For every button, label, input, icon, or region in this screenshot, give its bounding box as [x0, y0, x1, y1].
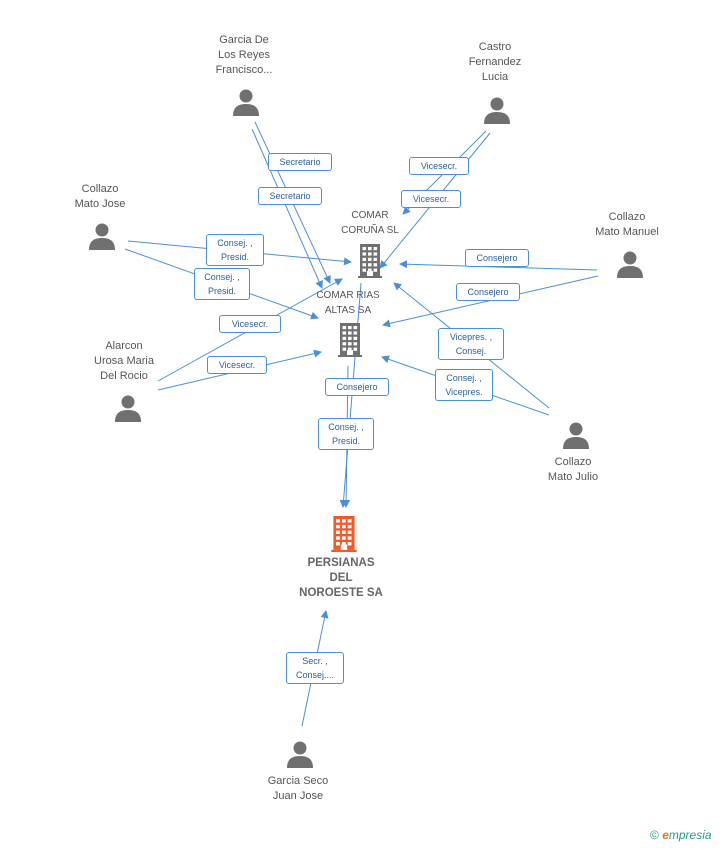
brand-rest: mpresia — [668, 828, 712, 842]
role-label[interactable]: Secretario — [268, 153, 332, 171]
person-icon-alarcon-urosa[interactable] — [114, 394, 142, 427]
role-label[interactable]: Vicesecr. — [219, 315, 281, 333]
role-label[interactable]: Secr. ,Consej.... — [286, 652, 344, 684]
role-label[interactable]: Consej. ,Presid. — [318, 418, 374, 450]
role-label[interactable]: Vicesecr. — [207, 356, 267, 374]
person-icon-collazo-mato-jose[interactable] — [88, 222, 116, 255]
person-icon-collazo-mato-julio[interactable] — [562, 421, 590, 454]
role-label[interactable]: Vicesecr. — [401, 190, 461, 208]
role-label[interactable]: Consejero — [465, 249, 529, 267]
person-icon-garcia-seco[interactable] — [286, 740, 314, 773]
role-label[interactable]: Consejero — [325, 378, 389, 396]
role-label[interactable]: Secretario — [258, 187, 322, 205]
building-icon-comar-rias-altas[interactable] — [337, 323, 363, 362]
building-icon-persianas[interactable] — [328, 516, 360, 557]
role-label[interactable]: Vicesecr. — [409, 157, 469, 175]
role-label[interactable]: Vicepres. ,Consej. — [438, 328, 504, 360]
person-icon-garcia-de-los-reyes[interactable] — [232, 88, 260, 121]
person-icon-collazo-mato-manuel[interactable] — [616, 250, 644, 283]
person-icon-castro-fernandez[interactable] — [483, 96, 511, 129]
empresia-logo[interactable]: © empresia — [650, 828, 712, 842]
role-label[interactable]: Consejero — [456, 283, 520, 301]
building-icon-comar-coruna[interactable] — [357, 244, 383, 283]
role-label[interactable]: Consej. ,Presid. — [194, 268, 250, 300]
role-label[interactable]: Consej. ,Presid. — [206, 234, 264, 266]
edge-line — [399, 260, 598, 271]
edge-line — [251, 128, 323, 289]
role-label[interactable]: Consej. ,Vicepres. — [435, 369, 493, 401]
copyright-icon: © — [650, 828, 659, 842]
brand-e: e — [662, 828, 669, 842]
